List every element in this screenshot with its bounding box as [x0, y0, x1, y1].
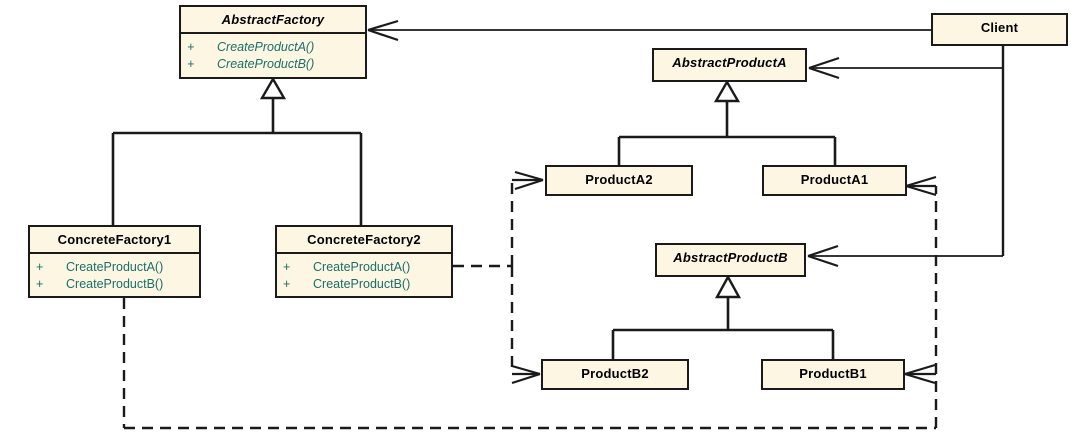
operation-row: + CreateProductB(): [36, 276, 193, 293]
class-box-productb1[interactable]: ProductB1: [761, 359, 905, 390]
operation-name: CreateProductB(): [66, 277, 164, 291]
generalization-producta-to-abstractproducta: [617, 79, 837, 165]
association-client-to-abstractfactory: [367, 19, 931, 42]
class-title-concretefactory2: ConcreteFactory2: [307, 232, 421, 247]
operation-name: CreateProductB(): [217, 57, 315, 71]
association-client-to-abstractproducta: [808, 46, 1005, 80]
operation-name: CreateProductA(): [313, 260, 411, 274]
class-title-concretefactory1: ConcreteFactory1: [57, 232, 172, 247]
dependency-concretefactory1-to-products: [122, 175, 938, 430]
generalization-productb-to-abstractproductb: [611, 274, 835, 359]
visibility-marker: +: [283, 260, 291, 274]
class-title-productb2: ProductB2: [581, 366, 649, 381]
class-box-client[interactable]: Client: [931, 13, 1068, 46]
class-operations-concretefactory1: + CreateProductA() + CreateProductB(): [30, 252, 199, 299]
open-arrowhead-producta2: [514, 170, 544, 191]
operation-row: + CreateProductA(): [283, 259, 445, 276]
operation-name: CreateProductB(): [313, 277, 411, 291]
open-arrowhead-abstractproductb: [807, 244, 839, 268]
visibility-marker: +: [187, 57, 195, 71]
generalization-concretefactories-to-abstractfactory: [111, 76, 363, 225]
dependency-concretefactory2-to-products: [453, 170, 544, 385]
open-arrowhead-producta1: [905, 175, 937, 197]
class-operations-abstractfactory: + CreateProductA() + CreateProductB(): [181, 32, 365, 79]
class-title-abstractproducta: AbstractProductA: [672, 55, 787, 70]
class-title-abstractproductb: AbstractProductB: [673, 250, 788, 265]
visibility-marker: +: [187, 40, 195, 54]
operation-row: + CreateProductA(): [187, 39, 359, 56]
generalization-triangle-abstractproductb: [714, 274, 742, 299]
class-box-productb2[interactable]: ProductB2: [541, 359, 689, 390]
class-box-producta2[interactable]: ProductA2: [545, 165, 693, 196]
class-title-abstractfactory: AbstractFactory: [221, 12, 325, 27]
operation-name: CreateProductA(): [217, 40, 315, 54]
class-title-producta2: ProductA2: [585, 172, 653, 187]
open-arrowhead-abstractfactory: [367, 19, 399, 42]
visibility-marker: +: [283, 277, 291, 291]
class-operations-concretefactory2: + CreateProductA() + CreateProductB(): [277, 252, 451, 299]
generalization-triangle-abstractproducta: [713, 79, 741, 103]
operation-row: + CreateProductB(): [283, 276, 445, 293]
operation-row: + CreateProductB(): [187, 56, 359, 73]
class-box-abstractfactory[interactable]: AbstractFactory + CreateProductA() + Cre…: [179, 5, 367, 79]
class-box-concretefactory2[interactable]: ConcreteFactory2 + CreateProductA() + Cr…: [275, 225, 453, 298]
visibility-marker: +: [36, 260, 44, 274]
operation-row: + CreateProductA(): [36, 259, 193, 276]
class-title-client: Client: [980, 20, 1019, 35]
class-title-producta1: ProductA1: [800, 172, 869, 187]
class-title-productb1: ProductB1: [799, 366, 867, 381]
class-box-abstractproductb[interactable]: AbstractProductB: [655, 243, 806, 277]
visibility-marker: +: [36, 277, 44, 291]
generalization-triangle-abstractfactory: [259, 76, 287, 100]
open-arrowhead-productb1: [904, 363, 936, 385]
class-box-concretefactory1[interactable]: ConcreteFactory1 + CreateProductA() + Cr…: [28, 225, 201, 298]
open-arrowhead-abstractproducta: [808, 56, 840, 80]
open-arrowhead-productb2: [511, 364, 541, 385]
operation-name: CreateProductA(): [66, 260, 164, 274]
class-box-producta1[interactable]: ProductA1: [762, 165, 907, 196]
class-box-abstractproducta[interactable]: AbstractProductA: [652, 48, 807, 82]
